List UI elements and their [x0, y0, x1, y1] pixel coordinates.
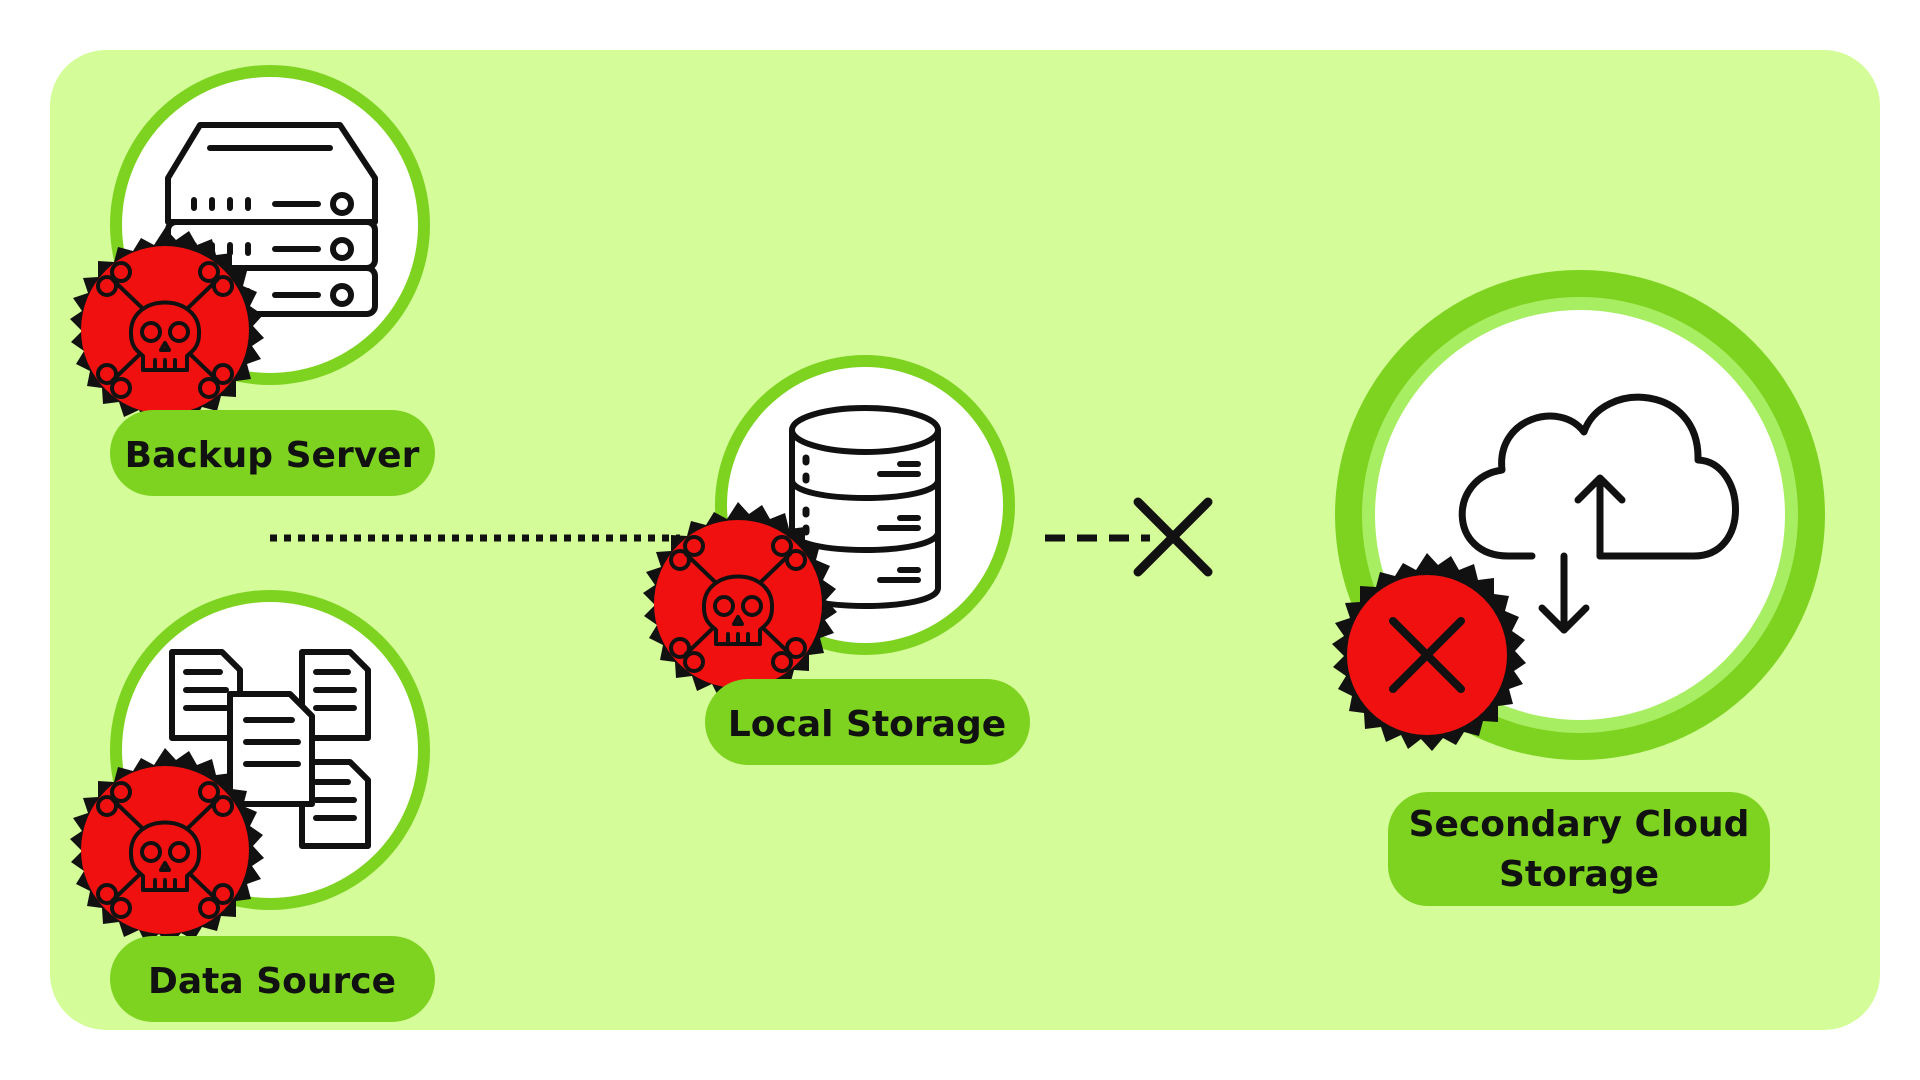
node-label-line2: Storage [1499, 854, 1659, 895]
label-pill [1388, 792, 1770, 906]
node-label-line1: Secondary Cloud [1409, 804, 1750, 845]
cloud-sync-icon [1458, 393, 1739, 634]
node-local-storage: Local Storage [643, 355, 1030, 765]
skull-crossbones-icon [70, 228, 264, 426]
node-data-source: Data Source [70, 590, 435, 1022]
node-secondary-cloud-storage: Secondary Cloud Storage [1332, 270, 1825, 906]
x-mark-icon [1332, 553, 1526, 751]
blocked-x-icon [1133, 497, 1213, 577]
label-pill [110, 410, 435, 496]
database-icon [789, 405, 941, 609]
documents-icon [169, 649, 371, 849]
node-label: Local Storage [728, 704, 1006, 745]
node-backup-server: Backup Server [70, 65, 435, 496]
node-label: Data Source [148, 961, 396, 1002]
label-pill [705, 679, 1030, 765]
skull-crossbones-icon [70, 748, 264, 946]
skull-crossbones-icon [643, 502, 837, 700]
node-label: Backup Server [125, 435, 420, 476]
label-pill [110, 936, 435, 1022]
